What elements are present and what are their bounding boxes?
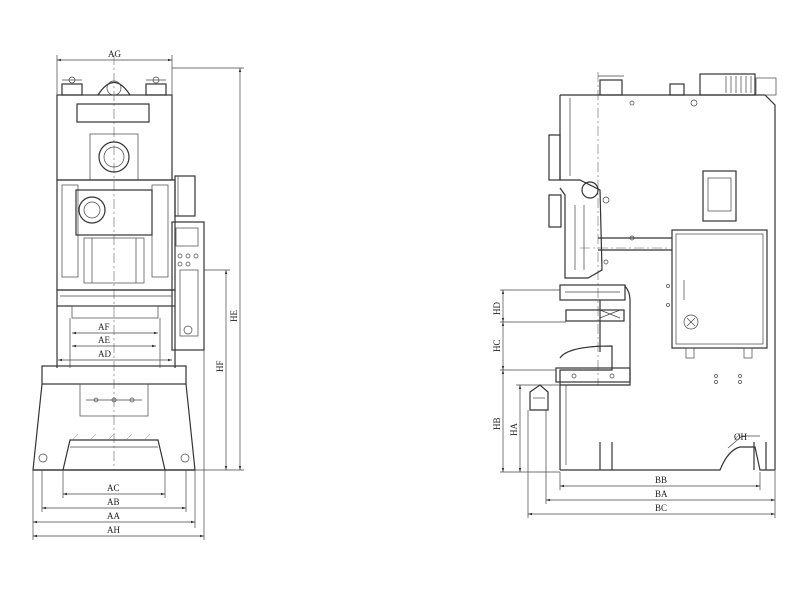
dim-bb-label: BB [655, 475, 667, 485]
front-base [32, 383, 196, 471]
dim-ah: AH [33, 350, 205, 540]
dim-aa-label: AA [107, 511, 120, 521]
dim-hb-label: HB [492, 417, 502, 430]
dim-ab: AB [41, 470, 187, 512]
dim-bc: BC [527, 410, 775, 518]
dim-he: HE [172, 67, 244, 471]
dim-he-label: HE [229, 310, 239, 322]
dim-ba-label: BA [655, 489, 668, 499]
front-control-panel [171, 221, 205, 351]
dim-hc-label: HC [492, 339, 502, 352]
dim-bb: BB [559, 472, 761, 490]
side-frame [529, 73, 777, 471]
dim-hf: HF [204, 269, 230, 470]
dim-hole-h: ØH [727, 432, 760, 449]
dim-hf-label: HF [215, 360, 225, 372]
dim-hd: HD [492, 289, 566, 323]
dim-ah-label: AH [107, 525, 120, 535]
dim-hole-h-label: ØH [734, 432, 747, 442]
dim-ae-label: AE [98, 335, 110, 345]
front-frame-body [56, 175, 196, 368]
dim-hb: HB [492, 370, 560, 473]
dim-ha-label: HA [509, 423, 519, 436]
dim-af: AF [72, 322, 158, 335]
dim-aa: AA [32, 470, 196, 540]
side-electrical-cabinet [598, 229, 768, 359]
dim-ae: AE [72, 335, 156, 348]
side-view: HD HC HB HA ØH BB [492, 72, 777, 518]
dim-bc-label: BC [655, 503, 667, 513]
dim-ac-label: AC [107, 483, 120, 493]
dim-ac: AC [62, 470, 166, 498]
dim-ha: HA [509, 384, 560, 472]
dim-af-label: AF [98, 322, 110, 332]
front-crown [56, 76, 173, 181]
dim-hd-label: HD [492, 302, 502, 315]
dim-hc: HC [492, 322, 556, 371]
front-bolster [41, 365, 187, 417]
dim-ad: AD [58, 349, 172, 362]
dim-ba: BA [545, 410, 776, 518]
dim-ag: AG [56, 49, 173, 95]
dim-ag-label: AG [108, 49, 121, 59]
dim-ad-label: AD [98, 349, 111, 359]
dim-ab-label: AB [107, 497, 120, 507]
front-view: AG AF AE AD AC AB [32, 49, 244, 540]
